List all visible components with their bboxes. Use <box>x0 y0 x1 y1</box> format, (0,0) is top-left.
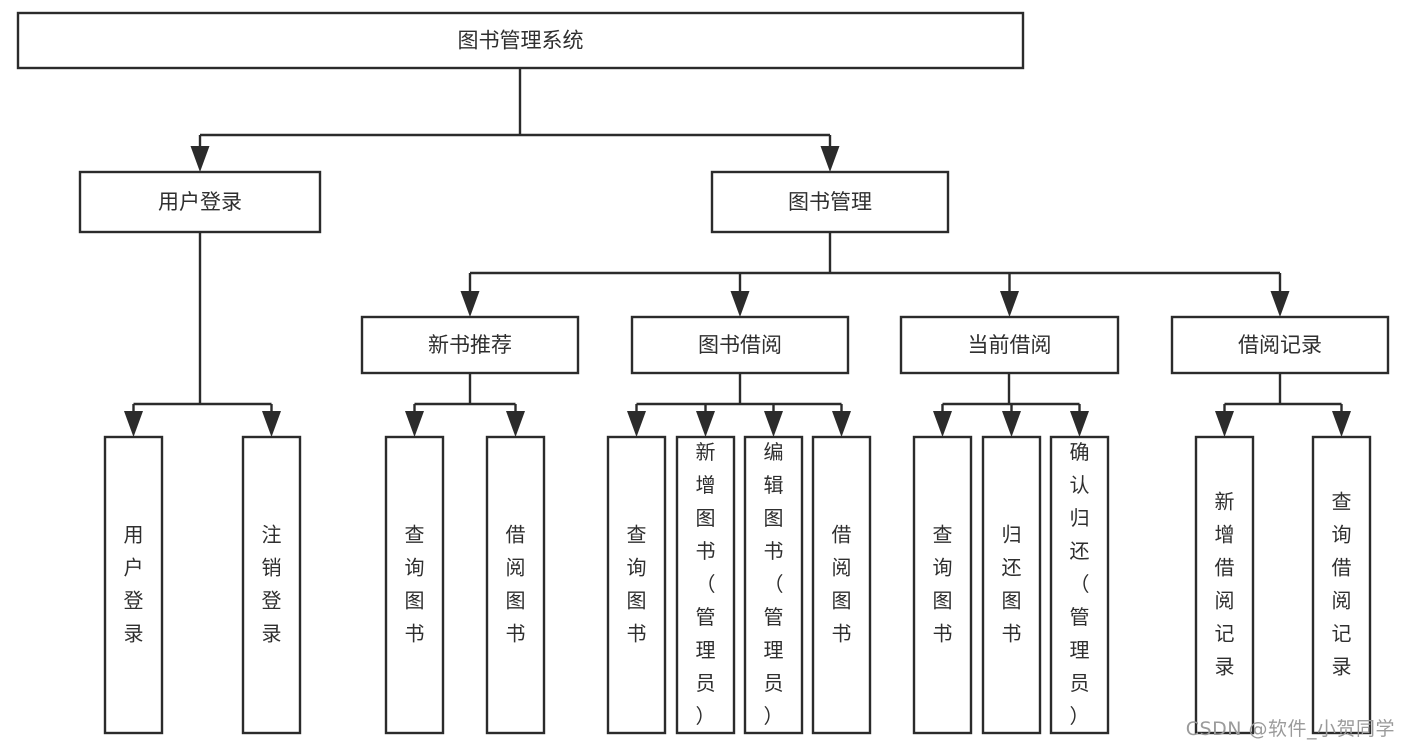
connector-group <box>190 68 840 172</box>
node-box[interactable] <box>485 435 546 735</box>
node-label: 编辑图书（管理员） <box>764 440 784 728</box>
node-box[interactable] <box>981 435 1042 735</box>
node-leaf-add-book[interactable]: 新增图书（管理员） <box>675 435 736 735</box>
node-box[interactable] <box>899 315 1120 375</box>
arrow-head-icon <box>730 291 750 317</box>
arrow-head-icon <box>1070 411 1089 437</box>
node-new-book-recommend[interactable]: 新书推荐 <box>360 315 580 375</box>
node-box[interactable] <box>675 435 736 735</box>
node-box[interactable] <box>1170 315 1390 375</box>
arrow-head-icon <box>1002 411 1021 437</box>
node-box[interactable] <box>384 435 445 735</box>
node-label: 图书管理系统 <box>458 29 584 53</box>
node-box[interactable] <box>241 435 302 735</box>
node-leaf-confirm-return[interactable]: 确认归还（管理员） <box>1049 435 1110 735</box>
node-box[interactable] <box>1049 435 1110 735</box>
node-leaf-edit-book[interactable]: 编辑图书（管理员） <box>743 435 804 735</box>
connector-group <box>933 373 1089 437</box>
node-layer: 图书管理系统用户登录图书管理新书推荐图书借阅当前借阅借阅记录用户登录注销登录查询… <box>16 11 1390 735</box>
node-leaf-query-book-current[interactable]: 查询图书 <box>912 435 973 735</box>
node-box[interactable] <box>912 435 973 735</box>
node-label: 新增图书（管理员） <box>696 440 716 728</box>
node-leaf-return-book[interactable]: 归还图书 <box>981 435 1042 735</box>
node-leaf-query-book-recommend[interactable]: 查询图书 <box>384 435 445 735</box>
node-label: 归还图书 <box>1002 522 1022 645</box>
arrow-head-icon <box>190 146 210 172</box>
arrow-head-icon <box>460 291 480 317</box>
node-leaf-query-borrow-record[interactable]: 查询借阅记录 <box>1311 435 1372 735</box>
arrow-head-icon <box>262 411 281 437</box>
node-leaf-add-borrow-record[interactable]: 新增借阅记录 <box>1194 435 1255 735</box>
node-label: 确认归还（管理员） <box>1070 440 1090 728</box>
node-label: 用户登录 <box>158 190 242 214</box>
node-borrow-record[interactable]: 借阅记录 <box>1170 315 1390 375</box>
node-label: 注销登录 <box>262 522 282 645</box>
node-root[interactable]: 图书管理系统 <box>16 11 1025 70</box>
node-book-borrow[interactable]: 图书借阅 <box>630 315 850 375</box>
node-leaf-borrow-book-recommend[interactable]: 借阅图书 <box>485 435 546 735</box>
node-label: 查询图书 <box>627 522 647 645</box>
node-box[interactable] <box>710 170 950 234</box>
node-box[interactable] <box>743 435 804 735</box>
arrow-head-icon <box>506 411 525 437</box>
connector-layer <box>124 68 1351 437</box>
csdn-watermark: CSDN @软件_小贺同学 <box>1185 718 1395 740</box>
node-label: 借阅图书 <box>506 522 526 645</box>
node-leaf-user-logout[interactable]: 注销登录 <box>241 435 302 735</box>
node-box[interactable] <box>16 11 1025 70</box>
node-user-login[interactable]: 用户登录 <box>78 170 322 234</box>
node-box[interactable] <box>360 315 580 375</box>
node-book-manage[interactable]: 图书管理 <box>710 170 950 234</box>
node-label: 图书借阅 <box>698 333 782 357</box>
node-label: 图书管理 <box>788 190 872 214</box>
node-leaf-user-login[interactable]: 用户登录 <box>103 435 164 735</box>
node-label: 新增借阅记录 <box>1215 489 1235 678</box>
connector-group <box>124 232 281 437</box>
node-label: 用户登录 <box>124 522 144 645</box>
arrow-head-icon <box>764 411 783 437</box>
arrow-head-icon <box>933 411 952 437</box>
arrow-head-icon <box>1270 291 1290 317</box>
node-box[interactable] <box>606 435 667 735</box>
node-leaf-query-book-borrow[interactable]: 查询图书 <box>606 435 667 735</box>
node-current-borrow[interactable]: 当前借阅 <box>899 315 1120 375</box>
arrow-head-icon <box>696 411 715 437</box>
node-leaf-borrow-book[interactable]: 借阅图书 <box>811 435 872 735</box>
node-box[interactable] <box>1311 435 1372 735</box>
node-label: 查询借阅记录 <box>1332 489 1352 678</box>
node-label: 借阅图书 <box>832 522 852 645</box>
node-box[interactable] <box>630 315 850 375</box>
node-box[interactable] <box>78 170 322 234</box>
node-label: 新书推荐 <box>428 333 512 357</box>
node-label: 当前借阅 <box>968 333 1052 357</box>
connector-group <box>460 232 1290 317</box>
node-label: 查询图书 <box>933 522 953 645</box>
node-label: 查询图书 <box>405 522 425 645</box>
arrow-head-icon <box>627 411 646 437</box>
node-label: 借阅记录 <box>1238 333 1322 357</box>
node-box[interactable] <box>811 435 872 735</box>
node-box[interactable] <box>103 435 164 735</box>
connector-group <box>405 373 525 437</box>
arrow-head-icon <box>1215 411 1234 437</box>
arrow-head-icon <box>405 411 424 437</box>
arrow-head-icon <box>1332 411 1351 437</box>
node-box[interactable] <box>1194 435 1255 735</box>
connector-group <box>627 373 851 437</box>
arrow-head-icon <box>1000 291 1019 317</box>
arrow-head-icon <box>124 411 143 437</box>
arrow-head-icon <box>832 411 851 437</box>
connector-group <box>1215 373 1351 437</box>
arrow-head-icon <box>820 146 840 172</box>
